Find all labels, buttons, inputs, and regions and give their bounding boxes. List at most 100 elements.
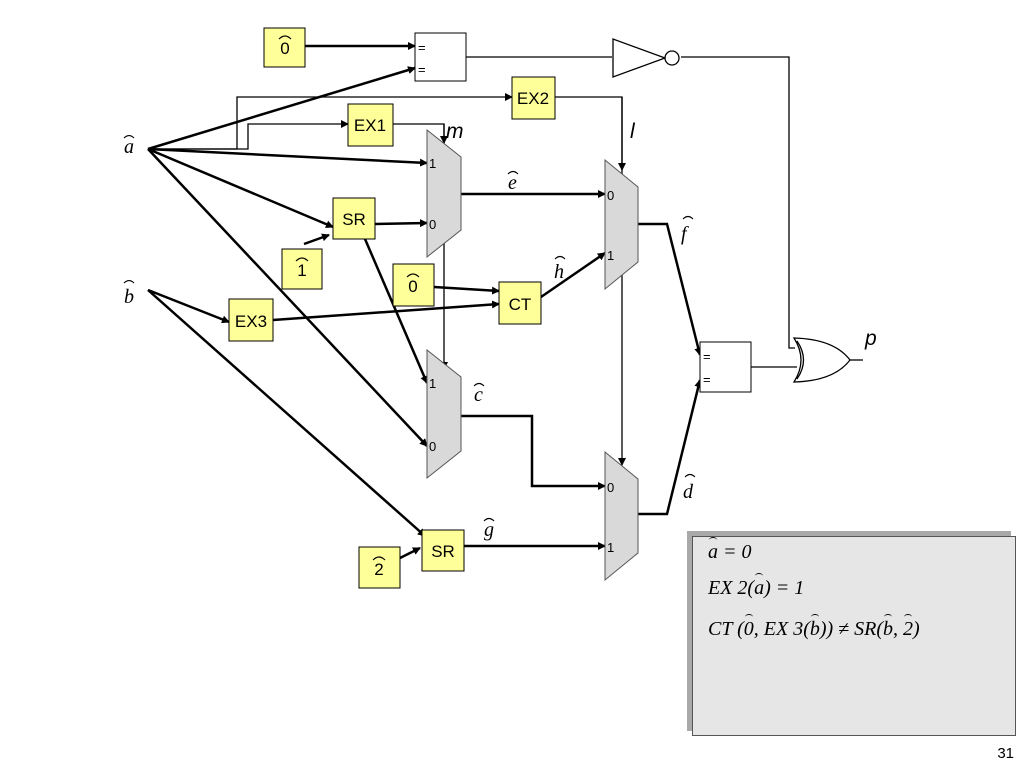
ex2-box: EX2 — [511, 76, 556, 120]
const-0-mid-box: 0 — [392, 263, 435, 307]
wire-a-to-mux1 — [147, 147, 428, 167]
formula-3-b2: b — [883, 614, 894, 640]
ex2-label: EX2 — [517, 89, 549, 108]
formula-2-pre: EX 2( — [708, 577, 755, 599]
signal-e: e — [508, 172, 517, 194]
signal-b-hat — [123, 279, 135, 284]
wire-a-to-sr — [147, 147, 334, 229]
cmp-top-eq-1: = — [418, 40, 426, 55]
sr-bottom-label: SR — [431, 542, 455, 561]
signal-a: a — [124, 136, 134, 158]
const-0-top-label: 0 — [280, 39, 289, 58]
mux4-pin-0: 0 — [607, 480, 614, 495]
const-0-top-hat — [278, 35, 292, 40]
mux-3 — [426, 348, 462, 480]
signal-b: b — [124, 286, 134, 308]
wire-ex2-to-mux2-select — [555, 96, 626, 171]
wire-b-to-sr-bottom — [147, 289, 426, 537]
signal-h-hat — [554, 255, 566, 260]
wire-d — [638, 379, 703, 516]
const-2-box: 2 — [358, 546, 401, 589]
const-1-box: 1 — [281, 248, 323, 290]
signal-g-hat — [483, 517, 495, 522]
wire-c — [461, 414, 606, 490]
formula-3-two: 2 — [903, 614, 914, 640]
const-1-label: 1 — [297, 261, 306, 280]
formula-panel — [692, 536, 1016, 736]
cmp-bottom-eq-1: = — [703, 349, 711, 364]
mux-2 — [604, 158, 639, 291]
comparator-top: = = — [414, 32, 467, 82]
wire-const2-to-sr-bottom — [399, 546, 421, 560]
page-number: 31 — [997, 745, 1014, 762]
formula-3-comma: , — [893, 618, 904, 640]
formula-2-post: ) = 1 — [764, 577, 805, 599]
const-0-mid-label: 0 — [408, 277, 417, 296]
mux3-pin-1: 1 — [429, 376, 436, 391]
wire-a-to-cmp-top — [147, 66, 416, 151]
ct-box: CT — [498, 281, 542, 325]
formula-3-zero: 0 — [743, 614, 754, 640]
mux4-pin-1: 1 — [607, 540, 614, 555]
function-boxes: 0 EX2 EX1 SR 1 0 CT — [228, 27, 556, 589]
signal-d-hat — [684, 473, 696, 478]
formula-1-a: a — [708, 537, 718, 563]
wire-sr-to-mux1 — [374, 219, 428, 228]
sr-mid-box: SR — [332, 197, 376, 240]
signal-g: g — [484, 519, 494, 541]
ex3-label: EX3 — [235, 312, 267, 331]
formula-3-b: b — [809, 614, 820, 640]
wire-label-m: m — [446, 120, 464, 143]
mux-pin-labels: 1 0 0 1 1 0 0 1 — [429, 156, 614, 555]
multiplexers — [426, 128, 639, 582]
comparator-bottom: = = — [699, 341, 752, 393]
sr-mid-label: SR — [342, 210, 366, 229]
or-gate — [792, 337, 851, 383]
ct-label: CT — [509, 295, 532, 314]
signal-d: d — [683, 481, 694, 503]
signal-c: c — [474, 384, 483, 406]
const-2-hat — [372, 556, 386, 561]
cmp-top-eq-2: = — [418, 62, 426, 77]
wire-const0-to-ct — [433, 285, 500, 295]
signal-a-hat — [123, 134, 135, 139]
wire-f — [638, 222, 703, 356]
output-label-p: p — [864, 327, 877, 350]
wire-label-l: l — [630, 120, 636, 143]
mux3-pin-0: 0 — [429, 439, 436, 454]
wire-a-to-ex1 — [148, 120, 349, 150]
formula-3-end: ) — [913, 618, 920, 640]
formula-2: EX 2(a) = 1 — [708, 573, 805, 600]
signal-f-hat — [682, 215, 694, 220]
formula-3-mid: , EX 3( — [753, 618, 810, 640]
ex1-box: EX1 — [347, 103, 394, 147]
const-0-mid-hat — [406, 273, 420, 278]
wire-b-to-ex3 — [147, 288, 230, 324]
wire-const1-to-sr — [303, 233, 330, 246]
const-2-label: 2 — [374, 560, 383, 579]
signal-h: h — [554, 261, 564, 283]
formula-1-rest: = 0 — [718, 541, 752, 563]
mux-4 — [604, 450, 639, 582]
wire-not-to-or — [681, 56, 795, 349]
mux2-pin-1: 1 — [607, 248, 614, 263]
mux1-pin-0: 0 — [429, 217, 436, 232]
mux-1 — [426, 128, 462, 259]
sr-bottom-box: SR — [421, 529, 465, 572]
signal-f: f — [681, 223, 689, 245]
wire-h — [540, 251, 606, 299]
wire-ex3-to-ct — [272, 300, 500, 322]
formula-3: CT (0, EX 3(b)) ≠ SR(b, 2) — [708, 614, 920, 641]
const-0-top-box: 0 — [263, 27, 306, 68]
formula-2-a: a — [754, 573, 765, 599]
cmp-bottom-eq-2: = — [703, 372, 711, 387]
signal-e-hat — [507, 170, 519, 175]
ex1-label: EX1 — [354, 116, 386, 135]
const-1-hat — [295, 257, 309, 262]
not-gate — [612, 38, 680, 78]
mux2-pin-0: 0 — [607, 188, 614, 203]
ex3-box: EX3 — [228, 298, 274, 342]
formula-1: a = 0 — [708, 537, 752, 564]
signal-c-hat — [473, 382, 485, 387]
wire-a-to-mux3 — [147, 148, 428, 447]
